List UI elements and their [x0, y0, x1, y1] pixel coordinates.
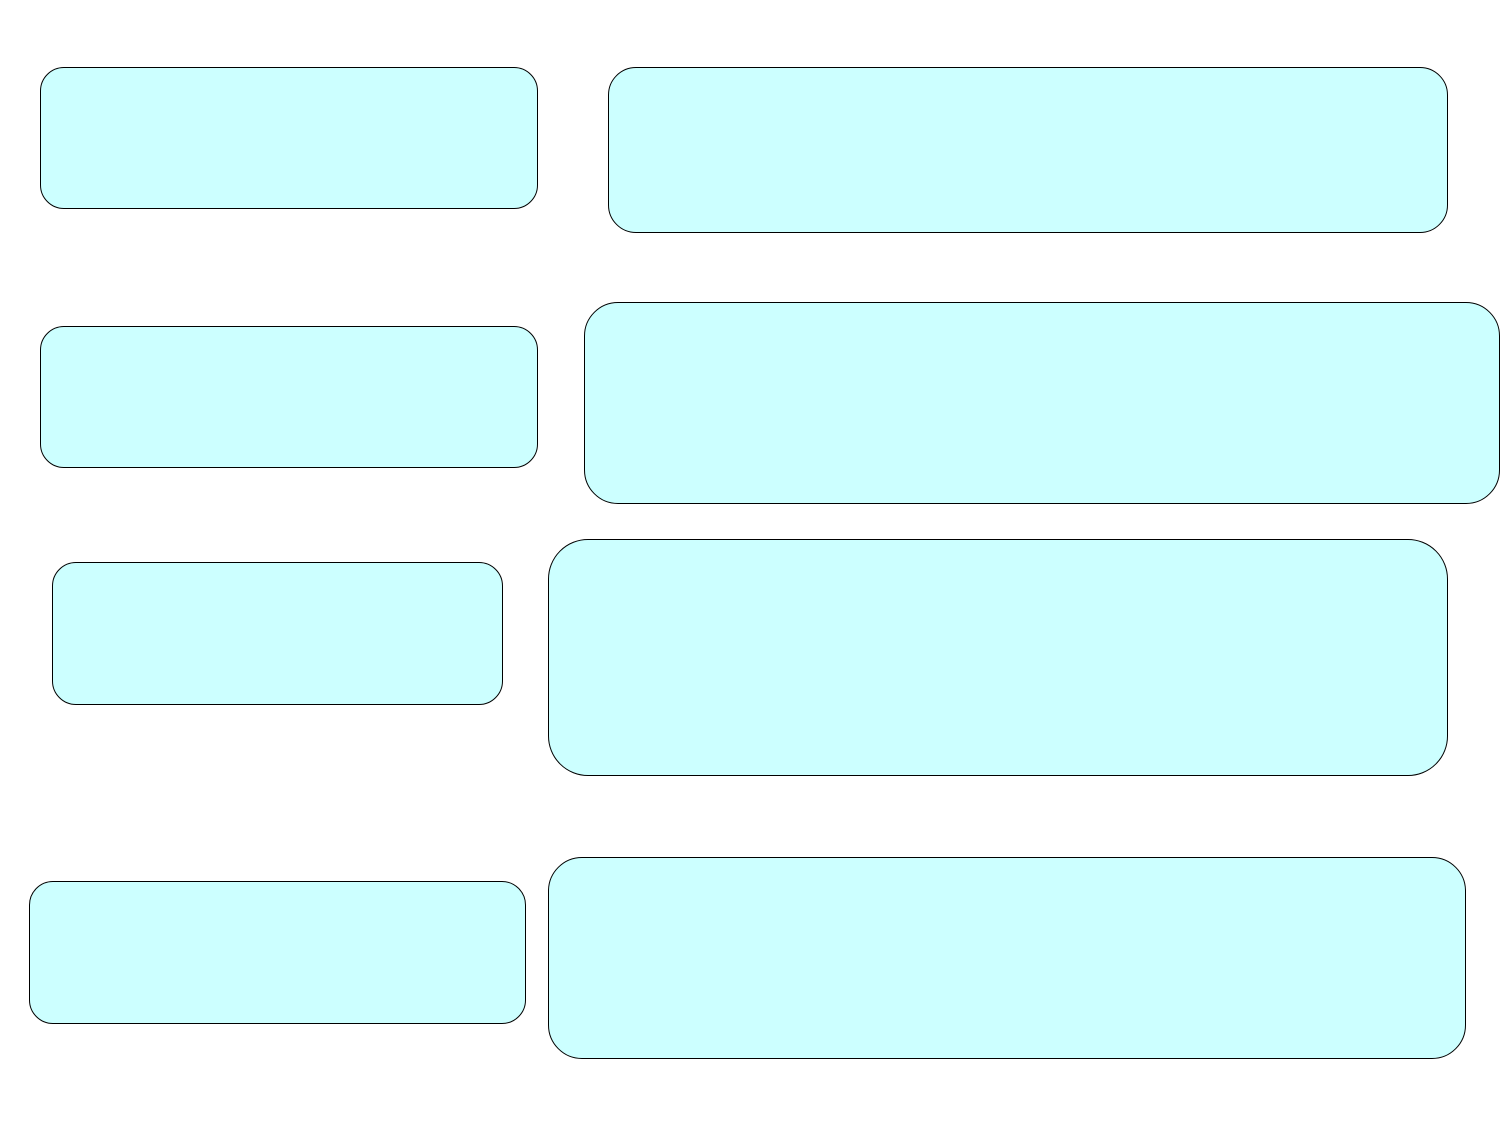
diagram-box-left-row-3: [52, 562, 503, 705]
diagram-box-right-row-1: [608, 67, 1448, 233]
diagram-box-left-row-1: [40, 67, 538, 209]
diagram-box-right-row-4: [548, 857, 1466, 1059]
diagram-box-right-row-3: [548, 539, 1448, 776]
diagram-box-left-row-4: [29, 881, 526, 1024]
diagram-box-left-row-2: [40, 326, 538, 468]
diagram-box-right-row-2: [584, 302, 1500, 504]
